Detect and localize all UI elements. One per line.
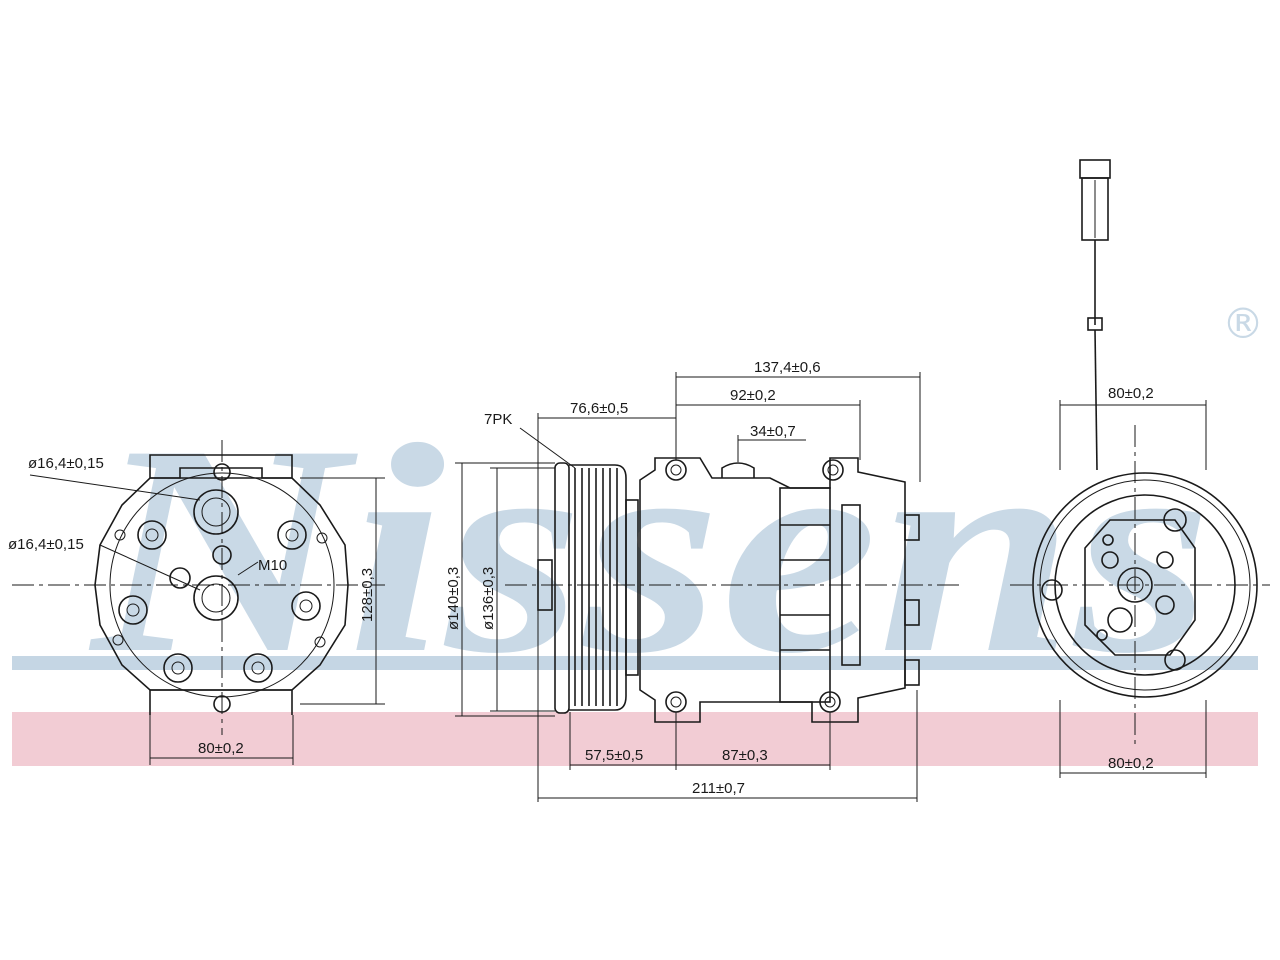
port-diameter-top-label: ø16,4±0,15	[28, 455, 104, 472]
pulley-outer-dia-label: ø140±0,3	[445, 567, 462, 630]
nissens-watermark: Nissens	[86, 383, 1212, 715]
dim-137-label: 137,4±0,6	[754, 359, 821, 376]
dim-57-label: 57,5±0,5	[585, 747, 643, 764]
thread-label: M10	[258, 557, 287, 574]
side-view	[455, 372, 960, 802]
left-view	[12, 440, 385, 765]
dim-76-label: 76,6±0,5	[570, 400, 628, 417]
dim-92-label: 92±0,2	[730, 387, 776, 404]
right-width-bottom-label: 80±0,2	[1108, 755, 1154, 772]
right-view	[1010, 159, 1270, 778]
pulley-grooves	[574, 468, 618, 706]
dim-87-label: 87±0,3	[722, 747, 768, 764]
pink-band	[12, 712, 1258, 766]
left-width-label: 80±0,2	[198, 740, 244, 757]
belt-label: 7PK	[484, 411, 512, 428]
overall-length-label: 211±0,7	[692, 780, 745, 797]
registered-mark: ®	[1222, 299, 1264, 348]
right-width-top-label: 80±0,2	[1108, 385, 1154, 402]
port-diameter-bottom-label: ø16,4±0,15	[8, 536, 84, 553]
pulley-inner-dia-label: ø136±0,3	[480, 567, 497, 630]
left-height-label: 128±0,3	[359, 568, 376, 622]
dim-34-label: 34±0,7	[750, 423, 796, 440]
bolt-hex	[112, 520, 328, 683]
